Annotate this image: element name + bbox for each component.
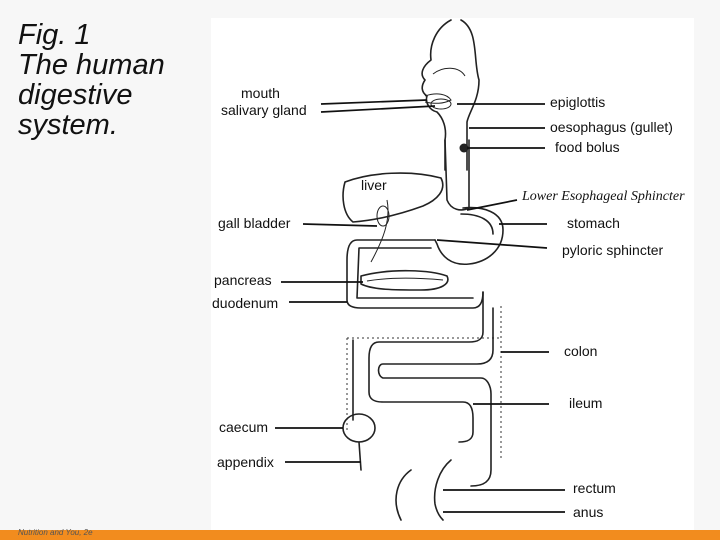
label-gall-bladder: gall bladder [218, 215, 291, 231]
head-outline [421, 19, 452, 171]
colon-outline [346, 306, 502, 460]
label-mouth: mouth [241, 85, 280, 101]
label-liver: liver [361, 177, 387, 193]
tongue [430, 98, 452, 110]
title-line-1: Fig. 1 [18, 19, 91, 51]
duodenum-inner [356, 247, 474, 299]
label-appendix: appendix [217, 454, 274, 470]
title-line-3: digestive [18, 79, 133, 111]
label-pancreas: pancreas [214, 272, 272, 288]
stomach-inner [460, 213, 494, 235]
liver [342, 172, 444, 223]
label-colon: colon [564, 343, 597, 359]
label-food-bolus: food bolus [555, 139, 620, 155]
label-caecum: caecum [219, 419, 268, 435]
footer-source: Nutrition and You, 2e [18, 528, 93, 537]
label-epiglottis: epiglottis [550, 94, 605, 110]
pelvis-outline [395, 469, 412, 521]
pancreatic-duct [366, 277, 444, 282]
food-bolus-mark [459, 143, 469, 153]
nasal-cavity [432, 67, 466, 77]
stomach [434, 206, 504, 266]
rectum [433, 459, 452, 521]
title-line-4: system. [18, 109, 118, 141]
title-line-2: The human [18, 49, 165, 81]
label-rectum: rectum [573, 480, 616, 496]
head-back [460, 19, 480, 171]
mouth-cavity [424, 93, 452, 104]
label-pyloric-sphincter: pyloric sphincter [562, 242, 663, 258]
label-stomach: stomach [567, 215, 620, 231]
leader-gall-bladder [302, 223, 378, 227]
caecum [342, 413, 376, 443]
small-intestine-loop [377, 307, 494, 487]
gall-bladder-shape [376, 205, 390, 227]
footer-accent-bar [0, 530, 720, 540]
duodenum [346, 239, 484, 309]
appendix [358, 441, 362, 471]
slide-title: Fig. 1 The human digestive system. [18, 20, 208, 140]
label-oesophagus: oesophagus (gullet) [550, 119, 673, 135]
label-les: Lower Esophageal Sphincter [521, 189, 685, 204]
digestive-system-diagram: mouth salivary gland epiglottis oesophag… [212, 19, 685, 521]
transverse-colon [368, 291, 484, 443]
pancreas [360, 269, 449, 291]
leader-les [466, 199, 518, 211]
label-anus: anus [573, 504, 603, 520]
leader-mouth [320, 99, 428, 105]
diagram-panel [211, 18, 694, 530]
label-salivary-gland: salivary gland [221, 102, 307, 118]
label-duodenum: duodenum [212, 295, 278, 311]
bile-duct [370, 199, 389, 263]
leader-pyloric [436, 239, 548, 249]
leader-salivary [320, 105, 436, 113]
label-ileum: ileum [569, 395, 602, 411]
